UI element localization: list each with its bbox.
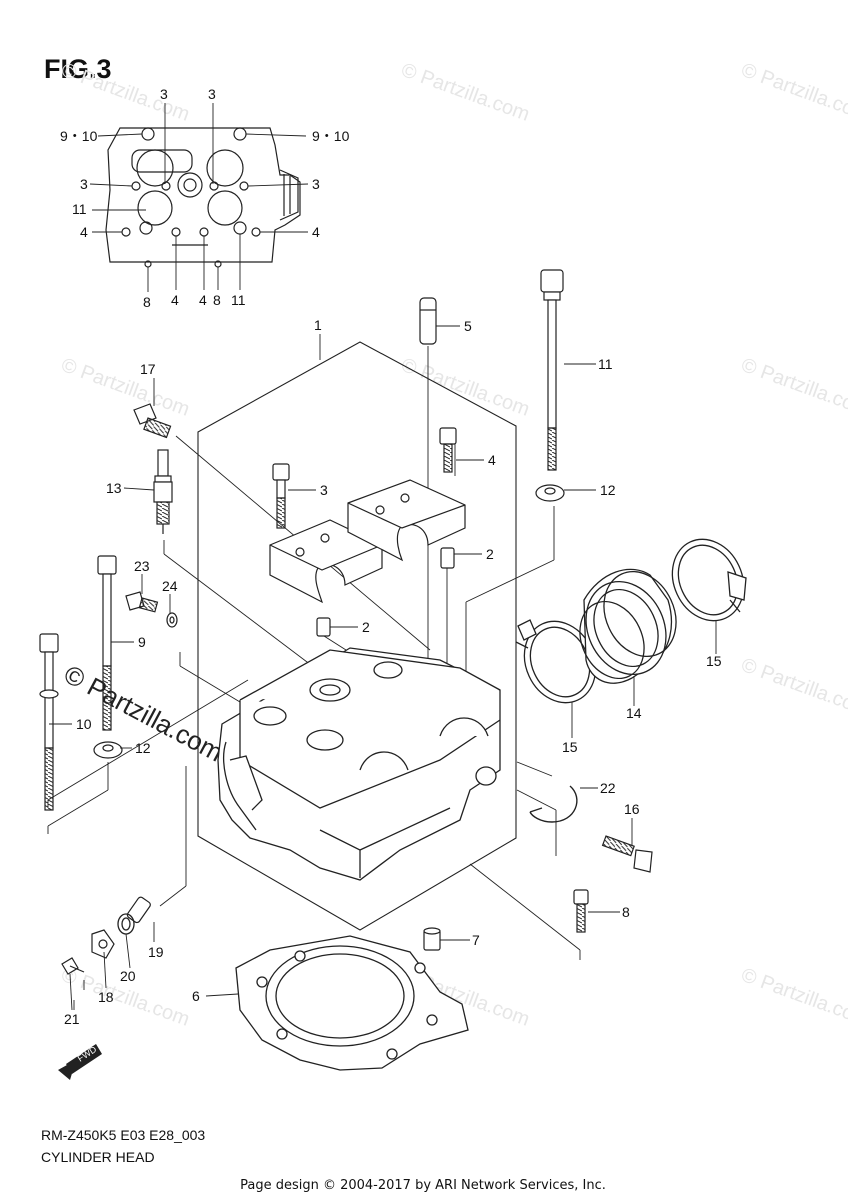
callout-17: 17 <box>140 361 156 377</box>
part-9-bolt <box>97 555 117 731</box>
part-14-intake-pipe <box>579 568 677 684</box>
part-12-washer-left <box>93 741 123 759</box>
part-3-bolt <box>272 463 290 529</box>
callout-1: 1 <box>314 317 322 333</box>
callout-3-top-b: 3 <box>208 86 216 102</box>
part-6-head-gasket <box>235 935 469 1071</box>
callout-15-left: 15 <box>562 739 578 755</box>
callout-7: 7 <box>472 932 480 948</box>
camshaft-cap-left <box>269 519 383 604</box>
callout-8-bottom-b: 8 <box>213 292 221 308</box>
callout-8: 8 <box>622 904 630 920</box>
part-23-bolt <box>125 591 159 613</box>
callout-16: 16 <box>624 801 640 817</box>
callout-21: 21 <box>64 1011 80 1027</box>
part-22-clip <box>529 785 578 823</box>
part-12-washer-right <box>535 484 565 502</box>
part-1-cylinder-head <box>217 647 501 881</box>
top-view-cylinder-head <box>105 127 301 268</box>
part-10-bolt <box>39 633 59 811</box>
callout-4-left: 4 <box>80 224 88 240</box>
part-20-o-ring <box>117 913 135 935</box>
part-17-bolt <box>133 403 172 439</box>
fwd-arrow-icon: FWD <box>58 1044 102 1080</box>
model-code: RM-Z450K5 E03 E28_003 <box>41 1127 206 1143</box>
watermark-text: © Partzilla.com <box>738 964 848 1031</box>
part-18-plate <box>91 929 115 959</box>
callout-9-10-left: 9・10 <box>60 128 98 144</box>
watermark-text: © Partzilla.com <box>398 59 532 126</box>
callout-3-right: 3 <box>312 176 320 192</box>
callout-4-bottom-a: 4 <box>171 292 179 308</box>
top-view-leader-lines <box>89 103 309 292</box>
watermark-text: © Partzilla.com <box>738 354 848 421</box>
watermark-text: © Partzilla.com <box>398 354 532 421</box>
callout-19: 19 <box>148 944 164 960</box>
callout-22: 22 <box>600 780 616 796</box>
callout-4-bottom-b: 4 <box>199 292 207 308</box>
callout-11-left: 11 <box>72 201 87 217</box>
callout-9: 9 <box>138 634 146 650</box>
part-5-valve-guide <box>419 297 437 345</box>
figure-title: FIG.3 <box>44 54 112 84</box>
cylinder-head-group-frame <box>197 341 517 931</box>
part-4-bolt <box>439 427 457 473</box>
part-19-fitting <box>126 896 151 924</box>
callout-3-top-a: 3 <box>160 86 168 102</box>
page-credit-text: Page design © 2004-2017 by ARI Network S… <box>240 1178 606 1193</box>
callout-15-right: 15 <box>706 653 722 669</box>
callout-13: 13 <box>106 480 122 496</box>
part-24-washer <box>166 612 178 628</box>
watermark-text: © Partzilla.com <box>738 59 848 126</box>
part-13-spark-plug <box>153 449 173 534</box>
watermark-text: © Partzilla.com <box>738 654 848 721</box>
part-2-dowel-pins <box>316 547 455 637</box>
callout-10: 10 <box>76 716 92 732</box>
callout-8-bottom-a: 8 <box>143 294 151 310</box>
camshaft-cap-right <box>347 479 466 562</box>
part-15-clamp-right <box>671 538 747 622</box>
callout-18: 18 <box>98 989 114 1005</box>
page-credit: Page design © 2004-2017 by ARI Network S… <box>0 1178 848 1193</box>
callout-3-left: 3 <box>80 176 88 192</box>
watermark-group: © Partzilla.com © Partzilla.com © Partzi… <box>58 59 848 1031</box>
callout-3: 3 <box>320 482 328 498</box>
part-21-screw <box>61 957 85 975</box>
top-view-callouts: 9・10 9・10 3 3 3 3 11 4 4 8 4 4 8 11 <box>60 86 350 310</box>
part-7-dowel <box>423 927 441 951</box>
part-11-long-bolt <box>540 269 564 471</box>
callout-14: 14 <box>626 705 642 721</box>
callout-5: 5 <box>464 318 472 334</box>
callout-20: 20 <box>120 968 136 984</box>
callout-11: 11 <box>598 356 613 372</box>
watermark-text: © Partzilla.com <box>58 354 192 421</box>
callout-23: 23 <box>134 558 150 574</box>
callout-numbers: 1 5 11 17 4 3 12 13 2 23 24 2 9 10 12 15… <box>64 317 722 1027</box>
callout-12-right: 12 <box>600 482 616 498</box>
part-16-bolt <box>601 835 653 873</box>
callout-4-right: 4 <box>312 224 320 240</box>
section-name: CYLINDER HEAD <box>41 1149 155 1165</box>
watermark-text: © Partzilla.com <box>58 59 192 126</box>
callout-4: 4 <box>488 452 496 468</box>
callout-24: 24 <box>162 578 178 594</box>
callout-2-lower: 2 <box>362 619 370 635</box>
callout-11-bottom: 11 <box>231 292 246 308</box>
callout-6: 6 <box>192 988 200 1004</box>
callout-12-left: 12 <box>135 740 151 756</box>
callout-leader-lines <box>49 325 717 1011</box>
part-8-bolt <box>573 889 589 933</box>
callout-2-upper: 2 <box>486 546 494 562</box>
callout-9-10-right: 9・10 <box>312 128 350 144</box>
